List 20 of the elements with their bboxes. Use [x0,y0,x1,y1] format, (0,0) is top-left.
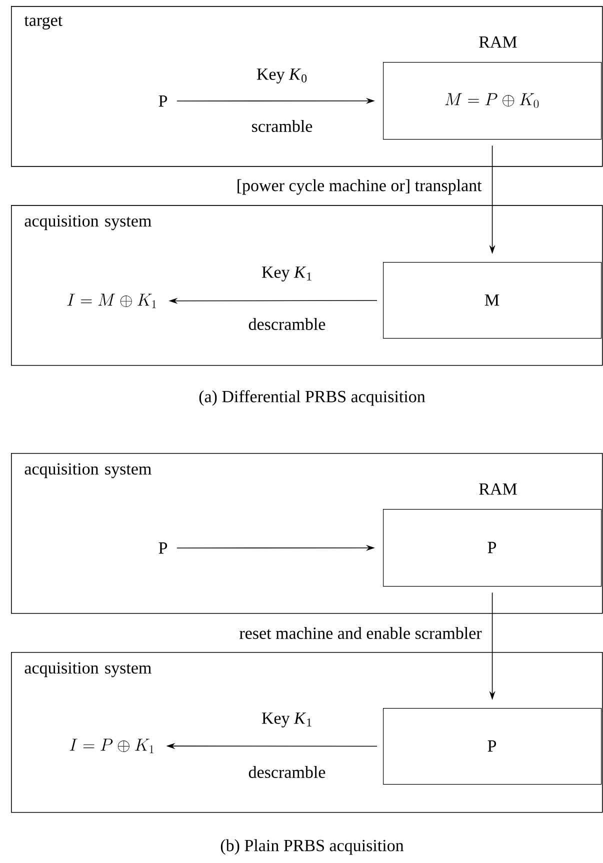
edge-label: [power cycle machine or] transplant [235,178,483,196]
value-text: P [158,542,168,554]
edge-label: reset machine and enable scrambler [238,626,483,640]
value-text: P [158,95,168,107]
edge-label: Key K$_{1}$ [260,712,314,728]
arrow-note: scramble [252,120,312,132]
memory-box: RAM P [383,483,602,587]
value-text: $I = M \oplus K_1$ [67,294,156,308]
node-label: RAM [479,483,517,495]
edge-label: Key K$_{0}$ [255,68,309,84]
memory-box: RAM $M = P \oplus K_0$ [383,36,602,140]
edge-label: Key K$_{1}$ [260,266,314,282]
node-label: RAM [479,36,517,48]
arrow-note: descramble [248,766,326,778]
arrow-note: descramble [248,318,326,330]
value-text: $I = P \oplus K_1$ [70,738,154,754]
caption: (b) Plain PRBS acquisition [220,839,404,855]
caption: (a) Differential PRBS acquisition [199,390,426,406]
memory-box: M [383,262,602,339]
memory-box: P [383,708,602,785]
